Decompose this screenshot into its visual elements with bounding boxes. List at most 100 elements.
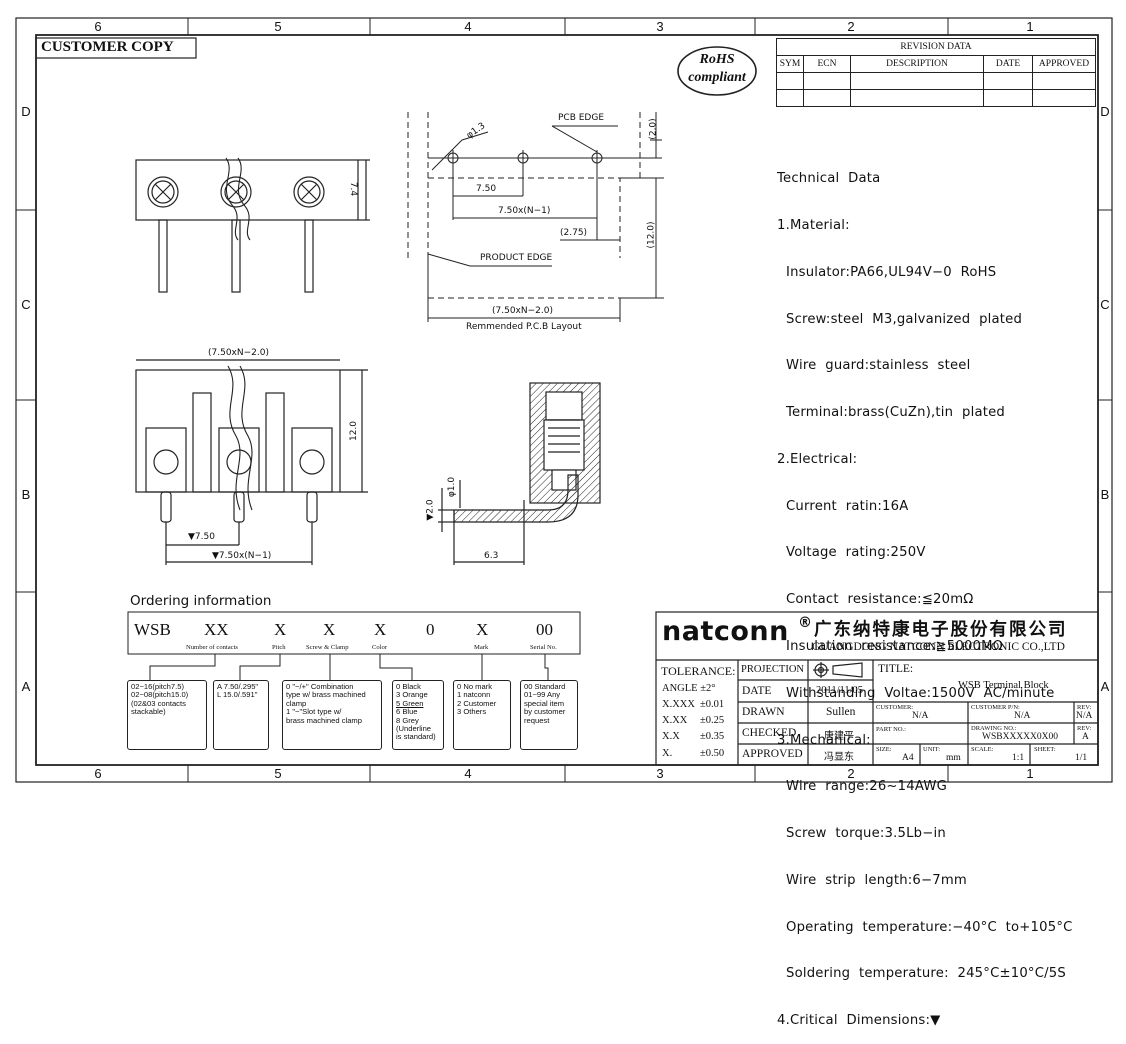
tol-int-val: ±0.50	[700, 748, 725, 759]
title-label: TITLE:	[878, 663, 914, 675]
ordering-title: Ordering information	[130, 593, 272, 609]
tolerance-label: TOLERANCE:	[661, 664, 736, 678]
box-line: stackable)	[131, 707, 166, 717]
customer-copy-box	[35, 37, 197, 59]
projection-label: PROJECTION	[741, 664, 805, 675]
box-line: 3 Others	[457, 707, 487, 717]
box-line: A 7.50/.295"	[217, 682, 259, 691]
box-line: clamp	[286, 698, 307, 708]
checked-label: CHECKED	[742, 727, 797, 739]
zone-bottom-4: 4	[464, 766, 472, 781]
caption-pitch: Pitch	[272, 644, 286, 651]
tech-line: Insulation resistance:≧5000MΩ	[786, 639, 1003, 654]
tech-line: Soldering temperature: 245°C±10°C/5S	[786, 966, 1066, 982]
rev-col-sym: SYM	[776, 55, 804, 73]
ordering-box-pitch: A 7.50/.295" L 15.0/.591"	[213, 680, 269, 750]
rev-row	[776, 72, 1096, 90]
code-contacts: XX	[204, 620, 229, 639]
front-view	[135, 359, 368, 565]
zone-top-5: 5	[274, 19, 282, 34]
code-screw: X	[323, 620, 336, 639]
tech-line: Technical Data	[777, 171, 881, 187]
drawing-canvas	[15, 17, 1113, 783]
zone-left-a: A	[21, 679, 31, 694]
sheet-value: 1/1	[1075, 753, 1088, 763]
ordering-box-color: 0 Black 3 Orange 5 Green 6 Blue 8 Grey (…	[392, 680, 444, 750]
dim-12-0-pcb: (12.0)	[646, 221, 657, 249]
company-cn-name: 广东纳特康电子股份有限公司	[814, 620, 1068, 640]
sheet-label: SHEET:	[1034, 746, 1056, 753]
caption-mark: Mark	[474, 644, 489, 651]
zone-top-3: 3	[656, 19, 664, 34]
tol-xx-key: X.XX	[662, 715, 688, 726]
dim-7-50-pcb: 7.50	[476, 184, 497, 194]
company-en-name: GUANGDONG NATCONN ELECTRONIC CO.,LTD	[812, 641, 1065, 653]
box-line: 1 natconn	[457, 690, 491, 700]
part-no-label: PART NO.:	[876, 726, 906, 733]
tol-int-key: X.	[662, 748, 673, 759]
caption-color: Color	[372, 644, 388, 651]
rev-value-1: N/A	[1076, 711, 1093, 721]
pcb-caption: Remmended P.C.B Layout	[466, 322, 582, 332]
pcb-edge-label: PCB EDGE	[558, 113, 605, 123]
company-brand: natconn	[662, 616, 789, 647]
dim-dia-side: φ1.0	[447, 476, 458, 498]
title-value: WSB Terminal Block	[958, 680, 1049, 691]
drawing-frame	[15, 17, 1113, 783]
caption-screw-clamp: Screw & Clamp	[306, 644, 349, 651]
checked-value: 唐建平	[824, 731, 854, 742]
unit-label: UNIT:	[923, 746, 941, 753]
approved-label: APPROVED	[742, 748, 803, 760]
revision-table: REVISION DATA SYM ECN DESCRIPTION DATE A…	[776, 38, 1096, 107]
zone-right-b: B	[1100, 487, 1110, 502]
box-line: (Underline	[396, 724, 432, 734]
rohs-text: RoHS	[699, 52, 735, 67]
box-line: type w/ brass machined	[286, 690, 366, 700]
box-line: 3 Orange	[396, 690, 428, 700]
product-edge-label: PRODUCT EDGE	[480, 253, 553, 263]
box-line: request	[524, 715, 550, 725]
box-line: 02~16(pitch7.5)	[131, 682, 184, 691]
ordering-lines	[127, 611, 581, 680]
tech-line: Terminal:brass(CuZn),tin plated	[786, 405, 1005, 421]
dim-bottom-pcb: (7.50xN−2.0)	[492, 306, 553, 316]
technical-data: Technical Data 1.Material: Insulator:PA6…	[777, 140, 1073, 1044]
date-value: 2011/11/05	[816, 685, 864, 696]
box-line: 2 Customer	[457, 698, 497, 708]
scale-label: SCALE:	[971, 746, 994, 753]
customer-pn-value: N/A	[1014, 711, 1031, 721]
caption-contacts: Number of contacts	[186, 644, 238, 651]
dim-top-front: (7.50xN−2.0)	[208, 348, 269, 358]
tech-line: Voltage rating:250V	[786, 545, 926, 561]
tech-line: Wire range:26~14AWG	[786, 779, 947, 795]
tol-xxx-key: X.XXX	[662, 699, 695, 710]
zone-top-2: 2	[847, 19, 855, 34]
pcb-layout-view	[407, 112, 664, 322]
revision-title: REVISION DATA	[776, 38, 1096, 56]
ordering-box-screw: 0 "−/+" Combination type w/ brass machin…	[282, 680, 382, 750]
tech-line: Wire strip length:6−7mm	[786, 872, 967, 888]
zone-left-c: C	[21, 297, 31, 312]
box-line: 0 "−/+" Combination	[286, 682, 354, 691]
code-mark: X	[476, 620, 489, 639]
compliant-text: compliant	[688, 70, 746, 85]
zone-right-a: A	[1100, 679, 1110, 694]
zone-bottom-6: 6	[94, 766, 102, 781]
dim-6-3-side: 6.3	[484, 551, 499, 561]
customer-label: CUSTOMER:	[876, 704, 914, 711]
box-line: 8 Grey	[396, 715, 419, 725]
rev-label-1: REV:	[1077, 704, 1092, 711]
rev-col-description: DESCRIPTION	[850, 55, 984, 73]
company-reg-mark: ®	[798, 615, 812, 631]
dim-7-50n1-pcb: 7.50x(N−1)	[498, 206, 551, 216]
size-value: A4	[902, 753, 914, 763]
zone-top-6: 6	[94, 19, 102, 34]
zone-right-d: D	[1100, 104, 1110, 119]
tol-xxx-val: ±0.01	[700, 699, 725, 710]
side-view	[438, 382, 601, 565]
tech-line: Screw torque:3.5Lb−in	[786, 826, 946, 842]
box-line: special item	[524, 698, 565, 708]
tech-line: Insulator:PA66,UL94V−0 RoHS	[786, 264, 997, 280]
drawing-no-label: DRAWING NO.:	[971, 725, 1017, 732]
box-line: 0 No mark	[457, 682, 493, 691]
